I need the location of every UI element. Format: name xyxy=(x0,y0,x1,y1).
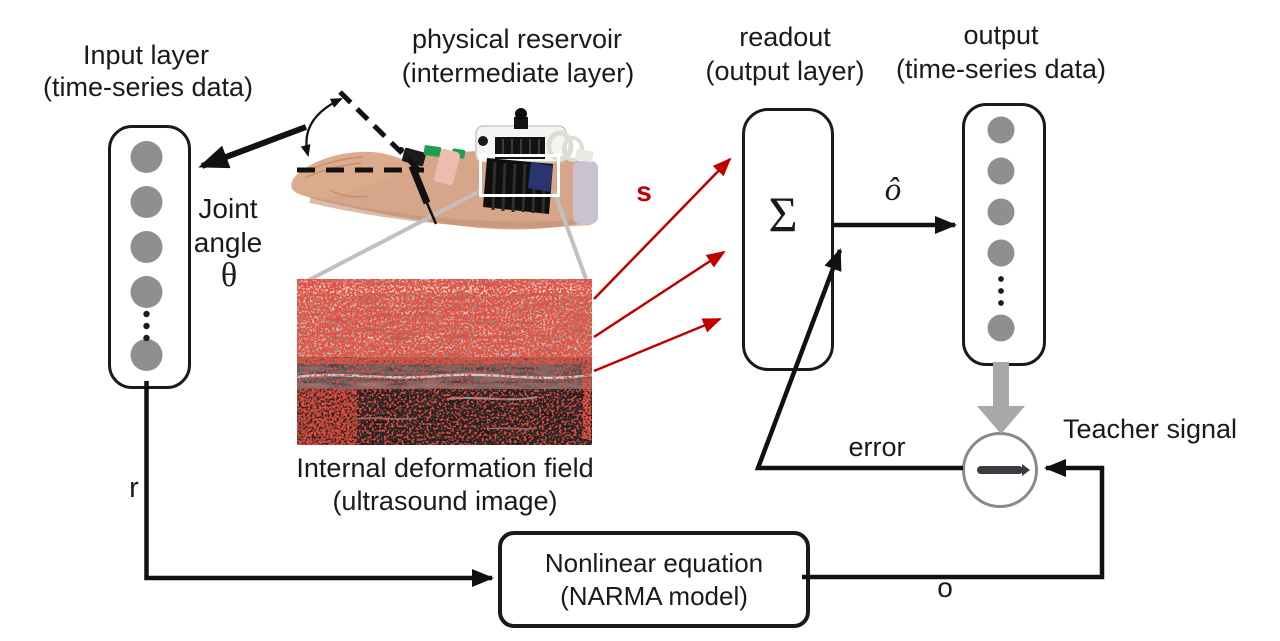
input-layer-subtitle: (time-series data) xyxy=(42,72,254,102)
joint-angle-label-line1: Joint xyxy=(198,193,258,224)
ultrasound-probe-device xyxy=(475,108,594,214)
narma-model-box: Nonlinear equation (NARMA model) xyxy=(498,531,810,628)
s-signal-label: s xyxy=(636,176,652,207)
pink-tape xyxy=(434,148,460,186)
narma-caption-line1: Nonlinear equation xyxy=(544,547,764,578)
teacher-signal-label: Teacher signal xyxy=(1062,414,1238,444)
o-hat-label: ô xyxy=(884,172,902,208)
input-layer-box xyxy=(108,125,191,389)
comparator-node xyxy=(962,432,1038,508)
minus-sign xyxy=(977,464,1030,476)
error-label: error xyxy=(848,432,906,462)
ultrasound-caption-line1: Internal deformation field xyxy=(296,453,594,483)
output-layer-title: output xyxy=(963,20,1039,50)
input-layer-title: Input layer xyxy=(82,40,210,70)
ultrasound-image xyxy=(297,279,592,445)
o-signal-label: o xyxy=(937,572,953,603)
ultrasound-caption-line2: (ultrasound image) xyxy=(332,486,558,516)
theta-symbol: θ xyxy=(220,257,238,294)
output-layer-box xyxy=(962,103,1046,366)
probe-highlight-rect xyxy=(479,154,560,197)
sleeve xyxy=(573,161,598,224)
reservoir-subtitle: (intermediate layer) xyxy=(401,58,635,88)
r-signal-label: r xyxy=(129,472,139,504)
joint-angle-label-line2: angle xyxy=(193,227,263,258)
reservoir-title: physical reservoir xyxy=(411,24,623,54)
sigma-symbol: Σ xyxy=(768,186,798,242)
output-layer-subtitle: (time-series data) xyxy=(895,54,1107,84)
readout-subtitle: (output layer) xyxy=(705,56,865,86)
readout-title: readout xyxy=(739,22,831,52)
narma-caption-line2: (NARMA model) xyxy=(560,580,748,611)
